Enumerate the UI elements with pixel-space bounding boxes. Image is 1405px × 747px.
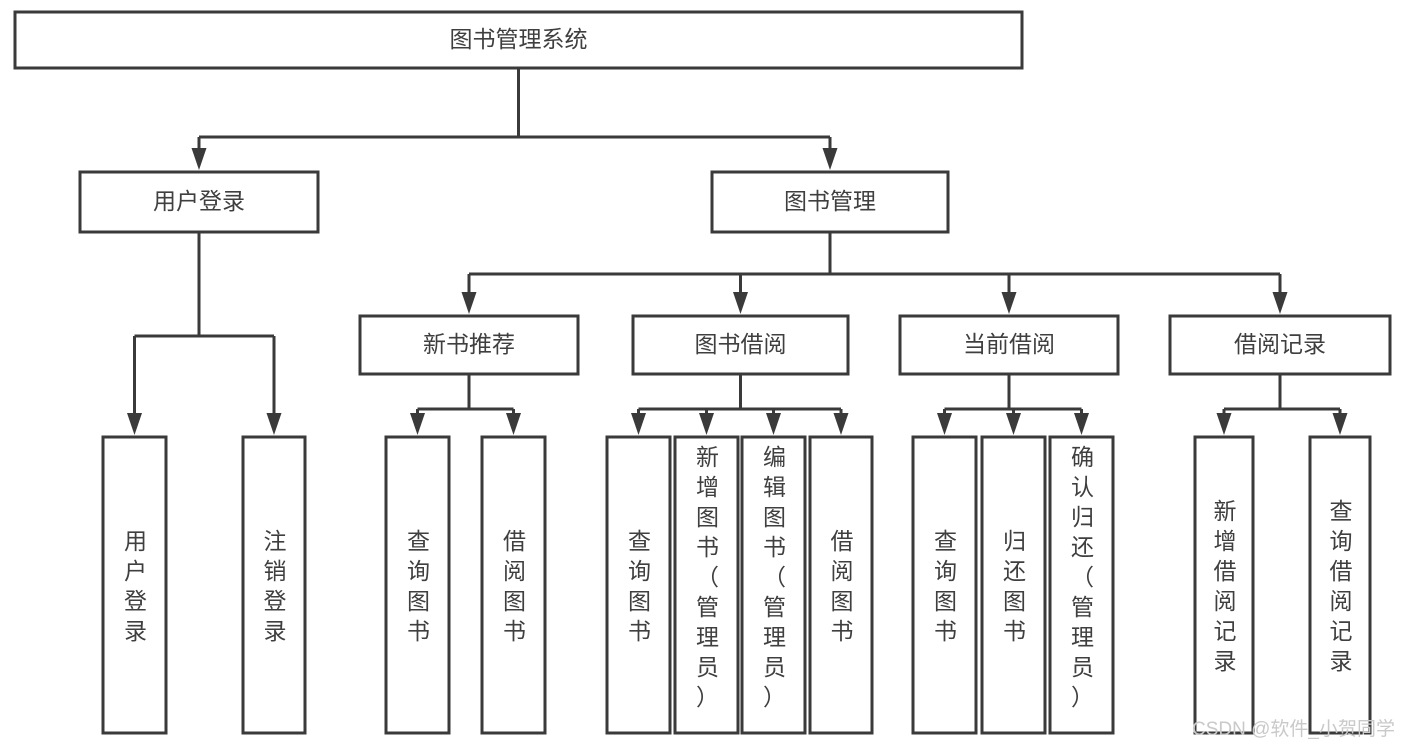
arrow-head-icon (461, 292, 477, 314)
arrow-head-icon (266, 413, 282, 435)
node-box[interactable] (898, 314, 1120, 376)
node-label: 查询借阅记录 (1330, 498, 1353, 674)
connector-group-book-manage (461, 232, 1288, 314)
node-box[interactable] (1048, 435, 1115, 735)
node-box[interactable] (980, 435, 1047, 735)
node-current-borrow[interactable]: 当前借阅 (898, 314, 1120, 376)
arrow-head-icon (699, 413, 714, 435)
node-book-borrow[interactable]: 图书借阅 (631, 314, 850, 376)
connector-group-current-borrow (937, 374, 1089, 435)
node-label: 归还图书 (1003, 528, 1026, 644)
node-leaf-add-borrow-record[interactable]: 新增借阅记录 (1193, 435, 1255, 735)
arrow-head-icon (506, 413, 521, 435)
arrow-head-icon (191, 148, 207, 170)
arrow-head-icon (1006, 413, 1021, 435)
node-label: 图书借阅 (695, 331, 787, 357)
node-root[interactable]: 图书管理系统 (13, 10, 1024, 70)
node-leaf-confirm-return[interactable]: 确认归还（管理员） (1048, 435, 1115, 735)
node-leaf-return-book[interactable]: 归还图书 (980, 435, 1047, 735)
node-label: 查询图书 (934, 528, 957, 644)
node-leaf-query-book-current[interactable]: 查询图书 (911, 435, 978, 735)
arrow-head-icon (410, 413, 425, 435)
node-label: 查询图书 (628, 528, 651, 644)
node-label: 注销登录 (264, 528, 287, 644)
arrow-head-icon (1216, 413, 1232, 435)
node-new-book-rec[interactable]: 新书推荐 (358, 314, 580, 376)
node-box[interactable] (673, 435, 740, 735)
node-label: 当前借阅 (963, 331, 1055, 357)
connector-group-book-borrow (631, 374, 849, 435)
node-leaf-query-book-borrow[interactable]: 查询图书 (605, 435, 672, 735)
node-label: 图书管理系统 (450, 26, 588, 52)
node-box[interactable] (1308, 435, 1372, 735)
node-box[interactable] (480, 435, 547, 735)
node-borrow-record[interactable]: 借阅记录 (1168, 314, 1392, 376)
node-leaf-user-login[interactable]: 用户登录 (101, 435, 168, 735)
node-label: 新书推荐 (423, 331, 515, 357)
node-box[interactable] (384, 435, 451, 735)
node-leaf-add-book[interactable]: 新增图书（管理员） (673, 435, 740, 735)
node-box[interactable] (78, 170, 320, 234)
node-leaf-borrow-book[interactable]: 借阅图书 (808, 435, 874, 735)
connector-group-root (191, 68, 838, 170)
node-box[interactable] (605, 435, 672, 735)
node-leaf-edit-book[interactable]: 编辑图书（管理员） (740, 435, 807, 735)
arrow-head-icon (1332, 413, 1348, 435)
node-box[interactable] (808, 435, 874, 735)
node-label: 用户登录 (153, 188, 245, 214)
node-box[interactable] (631, 314, 850, 376)
node-label: 借阅图书 (831, 528, 854, 644)
node-book-manage[interactable]: 图书管理 (710, 170, 950, 234)
arrow-head-icon (1074, 413, 1089, 435)
node-box[interactable] (740, 435, 807, 735)
arrow-head-icon (127, 413, 142, 435)
node-box[interactable] (13, 10, 1024, 70)
node-user-login[interactable]: 用户登录 (78, 170, 320, 234)
node-leaf-borrow-book-rec[interactable]: 借阅图书 (480, 435, 547, 735)
arrow-head-icon (631, 413, 646, 435)
node-label: 借阅记录 (1234, 331, 1326, 357)
node-box[interactable] (241, 435, 307, 735)
arrow-head-icon (937, 413, 952, 435)
node-label: 图书管理 (784, 188, 876, 214)
arrow-head-icon (766, 413, 781, 435)
arrow-head-icon (733, 292, 748, 314)
node-layer: 图书管理系统用户登录图书管理新书推荐图书借阅当前借阅借阅记录用户登录注销登录查询… (13, 10, 1392, 735)
arrow-head-icon (1001, 292, 1017, 314)
node-box[interactable] (101, 435, 168, 735)
arrow-head-icon (833, 413, 849, 435)
node-leaf-query-borrow-record[interactable]: 查询借阅记录 (1308, 435, 1372, 735)
node-label: 确认归还（管理员） (1071, 444, 1094, 710)
connector-layer (127, 68, 1348, 435)
node-box[interactable] (358, 314, 580, 376)
node-label: 查询图书 (407, 528, 430, 644)
connector-group-borrow-record (1216, 374, 1348, 435)
node-box[interactable] (1193, 435, 1255, 735)
node-box[interactable] (911, 435, 978, 735)
node-box[interactable] (1168, 314, 1392, 376)
node-label: 新增图书（管理员） (696, 444, 719, 710)
node-label: 新增借阅记录 (1214, 498, 1237, 674)
node-label: 用户登录 (124, 528, 147, 644)
arrow-head-icon (1272, 292, 1288, 314)
node-box[interactable] (710, 170, 950, 234)
node-label: 借阅图书 (503, 528, 526, 644)
connector-group-new-book-rec (410, 374, 521, 435)
connector-group-user-login (127, 232, 282, 435)
node-label: 编辑图书（管理员） (763, 444, 786, 710)
arrow-head-icon (822, 148, 838, 170)
node-leaf-query-book-rec[interactable]: 查询图书 (384, 435, 451, 735)
node-leaf-user-logout[interactable]: 注销登录 (241, 435, 307, 735)
